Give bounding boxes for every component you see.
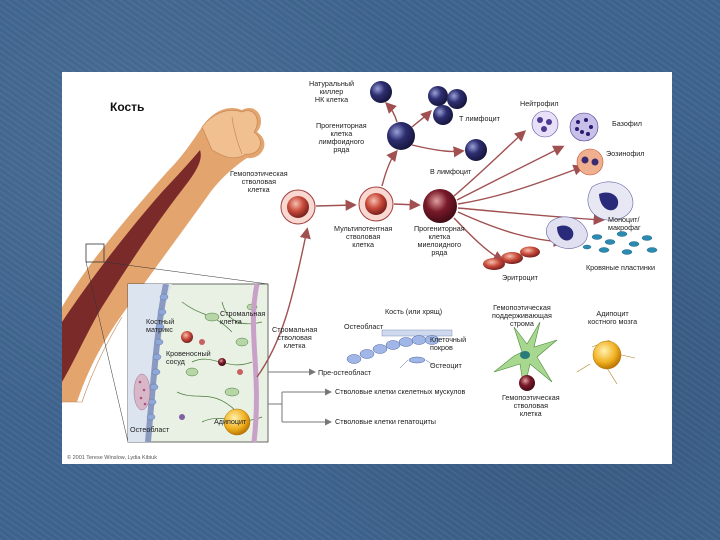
erythrocyte-cells: [483, 246, 540, 270]
marrow-adipocyte-cell: [576, 339, 636, 385]
label-blood-vessel: Кровеносный сосуд: [166, 349, 211, 366]
label-neutrophil: Нейтрофил: [520, 99, 559, 108]
bone-lineage-cells: [346, 329, 453, 369]
lymphoid-progenitor-cell: [387, 122, 415, 150]
basophil-cell: [569, 112, 599, 142]
bone-illustration: [62, 107, 265, 403]
label-hematopoietic-stroma: Гемопоэтическая поддерживающая строма: [492, 303, 552, 328]
label-osteoblast-inset: Остеобласт: [130, 425, 170, 434]
label-b-lymphocyte: В лимфоцит: [430, 167, 472, 176]
hsc-bottom-cell: [519, 375, 535, 391]
copyright: © 2001 Terese Winslow, Lydia Kibiuk: [67, 455, 157, 461]
label-hsc: Гемопоэтическая стволовая клетка: [230, 169, 288, 194]
label-multipotent: Мультипотентная стволовая клетка: [334, 224, 393, 249]
b-lymphocyte-cell: [465, 139, 487, 161]
label-monocyte-macrophage: Моноцит/макрофаг: [608, 215, 641, 232]
label-adipocyte-marrow: Адипоцит костного мозга: [588, 309, 638, 326]
label-hepatocyte-stem: Стволовые клетки гепатоциты: [335, 417, 436, 426]
label-bone-or-cartilage: Кость (или хрящ): [385, 307, 443, 316]
zoom-marker: [85, 243, 105, 263]
label-nk-killer: Натуральный киллер НК клетка: [309, 79, 354, 104]
label-myeloid-progenitor: Прогениторная клетка миелоидного ряда: [414, 224, 465, 257]
stroma-cell: [493, 321, 558, 391]
label-bone-matrix: Костный матрикс: [146, 317, 175, 334]
diagram-panel: Кость Натуральный киллер НК клетка Проге…: [62, 72, 672, 464]
bone-title: Кость: [110, 100, 145, 114]
label-lymphoid-progenitor: Прогениторная клетка лимфоидного ряда: [316, 121, 367, 154]
diagram-graphics: [62, 81, 658, 443]
label-cell-lining: Клеточный покров: [430, 335, 467, 352]
platelet-cells: [582, 231, 658, 255]
label-erythrocyte: Эритроцит: [502, 273, 538, 282]
label-stromal-stem: Стромальная стволовая клетка: [272, 325, 318, 350]
label-t-lymphocyte: Т лимфоцит: [459, 114, 500, 123]
label-basophil: Базофил: [612, 119, 642, 128]
t-lymphocyte-cells: [428, 86, 467, 125]
label-stromal-cell-inset: Стромальная клетка: [220, 309, 266, 326]
bone-marrow-inset: [127, 283, 269, 443]
label-pre-osteoblast: Пре-остеобласт: [318, 368, 372, 377]
nk-cell: [370, 81, 392, 103]
myeloid-progenitor-cell: [423, 189, 457, 223]
label-osteoblast: Остеобласт: [344, 322, 384, 331]
label-skeletal-muscle-stem: Стволовые клетки скелетных мускулов: [335, 387, 466, 396]
neutrophil-cell: [531, 110, 559, 138]
label-eosinophil: Эозинофил: [606, 149, 645, 158]
label-hsc-bottom: Гемопоэтическая стволовая клетка: [502, 393, 560, 418]
eosinophil-cell: [576, 148, 604, 176]
label-adipocyte-inset: Адипоцит: [214, 417, 247, 426]
label-platelets: Кровяные пластинки: [586, 263, 656, 272]
label-osteocyte: Остеоцит: [430, 361, 462, 370]
